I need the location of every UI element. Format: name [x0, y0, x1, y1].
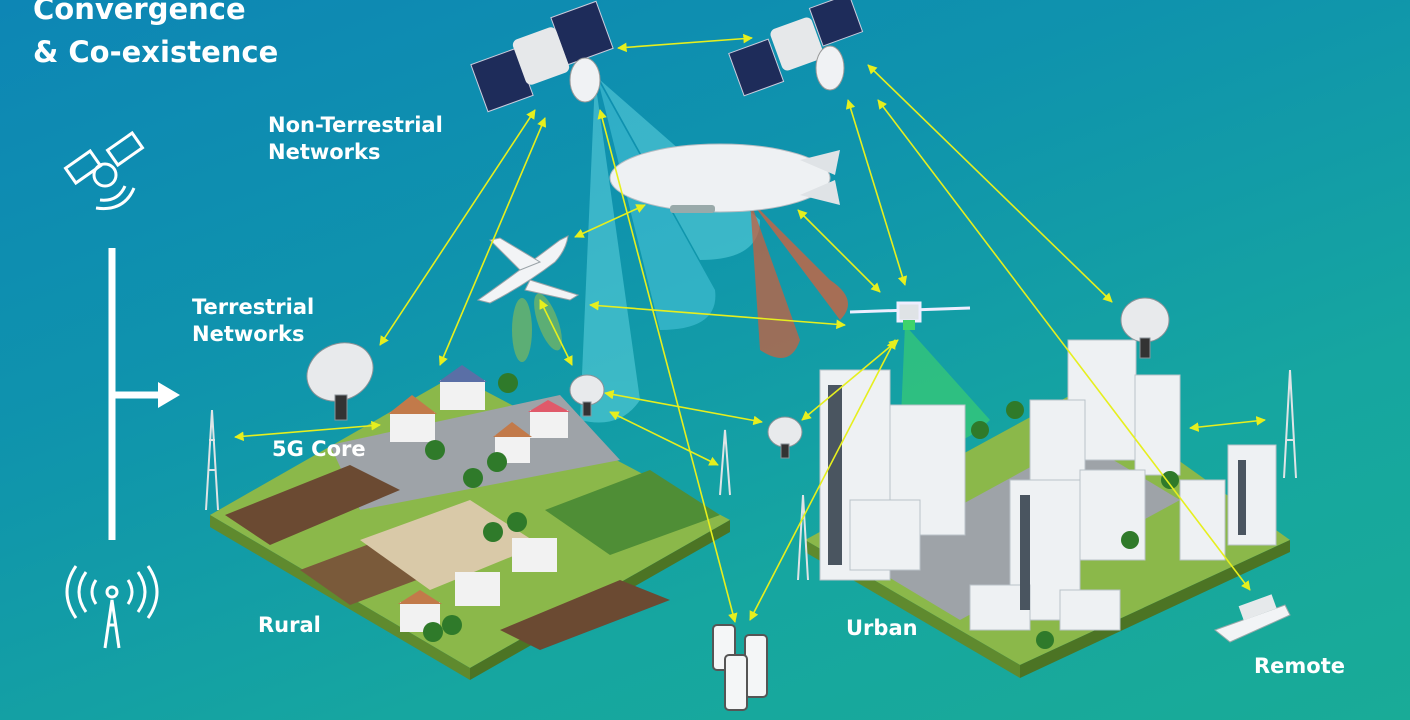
satellite-1: [470, 0, 614, 113]
title-line-2: & Co-existence: [33, 35, 279, 69]
ntn-line-2: Networks: [268, 140, 381, 165]
airship: [609, 143, 840, 213]
arrow-right-icon: [158, 382, 180, 408]
drone: [849, 301, 971, 330]
page-title: Convergence & Co-existence: [33, 0, 278, 74]
non-terrestrial-networks-label: Non-Terrestrial Networks: [268, 112, 443, 167]
rural-label: Rural: [258, 613, 321, 637]
cell-tower-outline-icon: [65, 565, 159, 649]
link-arrows: [234, 33, 1266, 623]
airplane: [476, 235, 580, 304]
terrestrial-networks-label: Terrestrial Networks: [192, 294, 314, 349]
urban-label: Urban: [846, 616, 918, 640]
remote-label: Remote: [1254, 654, 1346, 678]
title-line-1: Convergence: [33, 0, 246, 26]
satellite-2: [728, 0, 864, 97]
5g-core-label: 5G Core: [272, 437, 366, 461]
cruise-ship: [1213, 594, 1291, 643]
smartphones: [712, 624, 768, 711]
ntn-line-1: Non-Terrestrial: [268, 113, 443, 137]
tn-line-2: Networks: [192, 322, 305, 347]
satellite-beams: [580, 80, 760, 423]
satellite-outline-icon: [63, 130, 145, 211]
blimp-beams: [750, 200, 848, 358]
tn-line-1: Terrestrial: [192, 295, 315, 319]
hierarchy-line: [108, 248, 160, 540]
